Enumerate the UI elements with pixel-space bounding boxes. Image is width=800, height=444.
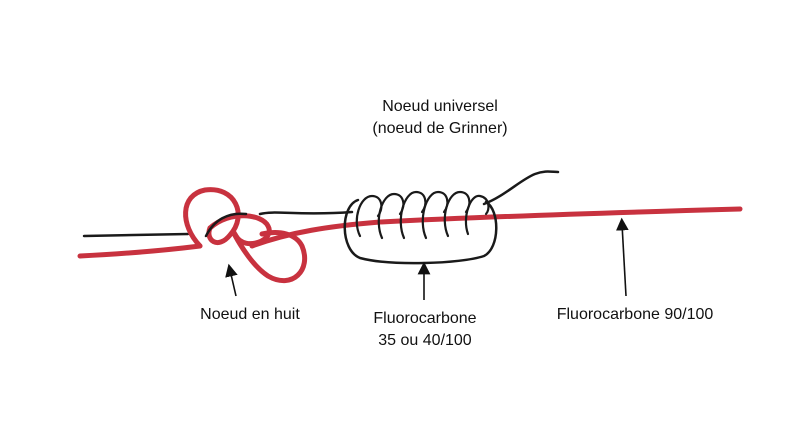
thin-line-label: Fluorocarbone 35 ou 40/100 bbox=[345, 308, 505, 352]
thick-line-label: Fluorocarbone 90/100 bbox=[535, 304, 735, 326]
thin-line-label-line2: 35 ou 40/100 bbox=[378, 332, 472, 349]
thin-line-into-grinner bbox=[258, 210, 354, 216]
figure-eight-knot-loop-lower bbox=[207, 213, 308, 284]
grinner-knot-title: Noeud universel (noeud de Grinner) bbox=[340, 96, 540, 140]
thick-line-label-text: Fluorocarbone 90/100 bbox=[556, 306, 714, 323]
thin-line-label-line1: Fluorocarbone bbox=[373, 310, 477, 327]
thin-line-tag-end bbox=[204, 212, 248, 238]
grinner-title-line2: (noeud de Grinner) bbox=[372, 120, 508, 137]
thick-main-line bbox=[249, 206, 743, 249]
arrow-thick-line bbox=[615, 217, 629, 297]
grinner-title-line1: Noeud universel bbox=[382, 98, 498, 115]
thick-line-left-tail bbox=[77, 243, 203, 259]
arrow-figure-eight bbox=[225, 263, 238, 297]
thin-line-left-tail bbox=[82, 232, 190, 238]
figure-eight-label: Noeud en huit bbox=[180, 304, 320, 326]
figure-eight-knot-loop-upper bbox=[183, 187, 241, 249]
grinner-knot-coils bbox=[355, 190, 490, 240]
figure-eight-label-text: Noeud en huit bbox=[200, 306, 300, 323]
grinner-tag-end bbox=[482, 170, 560, 206]
grinner-knot-wrap bbox=[343, 198, 498, 265]
